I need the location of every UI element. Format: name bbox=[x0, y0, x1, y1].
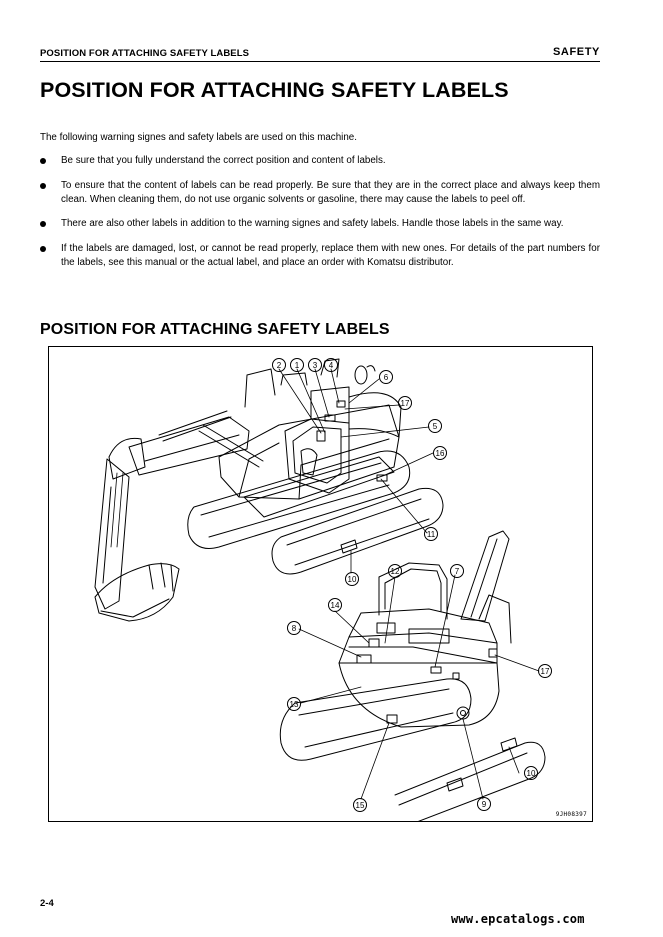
callout: 10 bbox=[345, 572, 359, 586]
callout: 17 bbox=[538, 664, 552, 678]
list-item: To ensure that the content of labels can… bbox=[40, 179, 600, 207]
callout: 9 bbox=[477, 797, 491, 811]
callout-number: 12 bbox=[391, 567, 400, 576]
leader-lines bbox=[278, 368, 540, 800]
excavator-rear-view bbox=[279, 530, 546, 821]
running-header-section: SAFETY bbox=[553, 46, 600, 58]
callout: 14 bbox=[328, 598, 342, 612]
list-item: If the labels are damaged, lost, or cann… bbox=[40, 242, 600, 270]
callout: 15 bbox=[353, 798, 367, 812]
callout: 11 bbox=[424, 527, 438, 541]
list-item-text: There are also other labels in addition … bbox=[61, 218, 564, 230]
footer-url[interactable]: www.epcatalogs.com bbox=[451, 912, 585, 926]
callout-number: 16 bbox=[436, 449, 445, 458]
list-item-text: If the labels are damaged, lost, or cann… bbox=[61, 243, 600, 268]
page-number: 2-4 bbox=[40, 898, 54, 909]
callout: 10 bbox=[524, 766, 538, 780]
figure-code: 9JH08397 bbox=[555, 811, 587, 818]
callout-number: 5 bbox=[433, 422, 438, 431]
list-item-text: Be sure that you fully understand the co… bbox=[61, 155, 386, 166]
callout-number: 8 bbox=[292, 624, 297, 633]
label-patch bbox=[316, 430, 326, 442]
bullet-icon bbox=[40, 221, 46, 228]
excavator-illustration: 2 1 3 4 6 17 5 16 11 10 12 7 14 8 17 13 … bbox=[94, 358, 552, 821]
bullet-icon bbox=[40, 158, 46, 164]
callout: 12 bbox=[388, 564, 402, 578]
callout-number: 2 bbox=[277, 361, 282, 370]
callout-number: 3 bbox=[313, 361, 318, 370]
callouts-upper: 2 1 3 4 6 17 5 16 11 10 bbox=[272, 358, 447, 586]
label-position-figure: 2 1 3 4 6 17 5 16 11 10 12 7 14 8 17 13 … bbox=[48, 346, 593, 822]
callout: 6 bbox=[379, 370, 393, 384]
callout: 16 bbox=[433, 446, 447, 460]
running-header-title: POSITION FOR ATTACHING SAFETY LABELS bbox=[40, 48, 250, 59]
callout: 7 bbox=[450, 564, 464, 578]
running-header: POSITION FOR ATTACHING SAFETY LABELS SAF… bbox=[40, 46, 600, 62]
intro-paragraph: The following warning signes and safety … bbox=[40, 132, 357, 143]
label-patch bbox=[368, 638, 380, 648]
label-10-upper bbox=[340, 539, 358, 554]
callout: 17 bbox=[398, 396, 412, 410]
label-patch bbox=[488, 648, 498, 658]
callout-number: 17 bbox=[401, 399, 410, 408]
instruction-list: Be sure that you fully understand the co… bbox=[40, 154, 600, 281]
callout-number: 1 bbox=[295, 361, 300, 370]
callout-number: 17 bbox=[541, 667, 550, 676]
callout: 13 bbox=[287, 697, 301, 711]
label-10-lower bbox=[500, 737, 518, 752]
label-patch bbox=[356, 654, 372, 664]
list-item-text: To ensure that the content of labels can… bbox=[61, 179, 600, 205]
callout: 3 bbox=[308, 358, 322, 372]
callout-number: 9 bbox=[482, 800, 487, 809]
label-patch bbox=[324, 414, 336, 422]
callout: 5 bbox=[428, 419, 442, 433]
label-patch bbox=[386, 714, 398, 724]
section-title: POSITION FOR ATTACHING SAFETY LABELS bbox=[40, 321, 390, 338]
list-item: Be sure that you fully understand the co… bbox=[40, 154, 600, 168]
label-patch bbox=[336, 400, 346, 408]
label-patch bbox=[430, 666, 442, 674]
excavator-full-view bbox=[94, 358, 444, 622]
callout-number: 4 bbox=[329, 361, 334, 370]
callout: 4 bbox=[324, 358, 338, 372]
callout-number: 10 bbox=[348, 575, 357, 584]
callout: 2 bbox=[272, 358, 286, 372]
list-item: There are also other labels in addition … bbox=[40, 217, 600, 231]
bullet-icon bbox=[40, 246, 46, 253]
callout-number: 13 bbox=[290, 700, 299, 709]
callout-number: 14 bbox=[331, 601, 340, 610]
callout-number: 10 bbox=[527, 769, 536, 778]
bullet-icon bbox=[40, 182, 46, 189]
callout: 8 bbox=[287, 621, 301, 635]
callout-number: 7 bbox=[455, 567, 460, 576]
callouts-lower: 12 7 14 8 17 13 9 15 10 bbox=[287, 564, 552, 812]
page-title: POSITION FOR ATTACHING SAFETY LABELS bbox=[40, 78, 509, 102]
label-patch bbox=[376, 474, 388, 482]
callout: 1 bbox=[290, 358, 304, 372]
callout-number: 15 bbox=[356, 801, 365, 810]
callout-number: 11 bbox=[427, 530, 436, 539]
callout-number: 6 bbox=[384, 373, 389, 382]
